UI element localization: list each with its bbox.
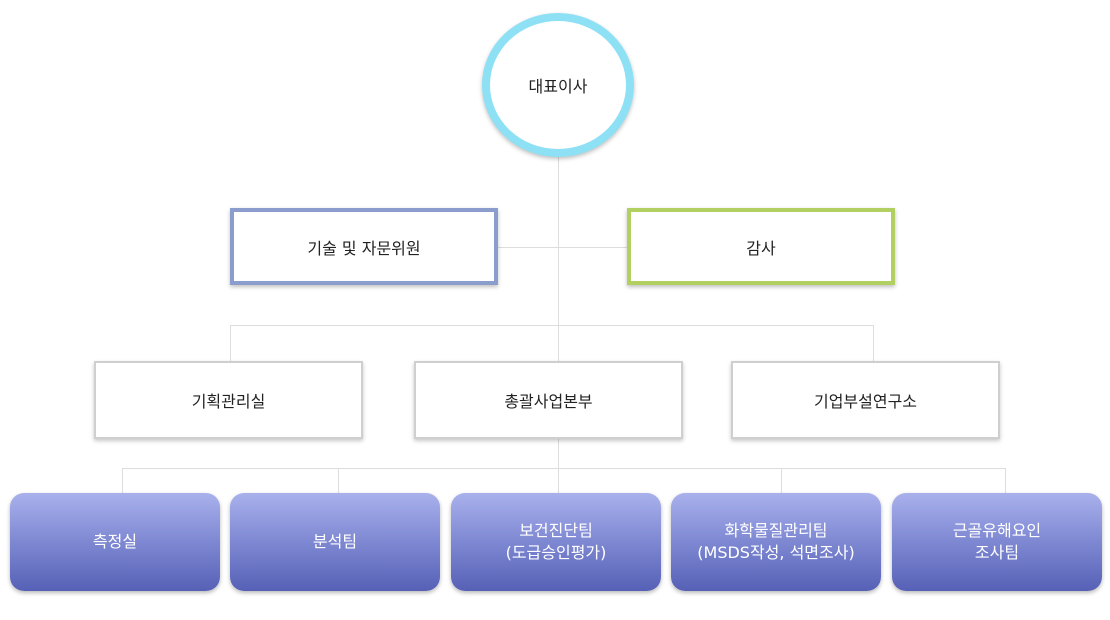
team-musculoskeletal-node: 근골유해요인 조사팀 — [892, 493, 1102, 591]
ceo-node: 대표이사 — [482, 13, 634, 157]
audit-node: 감사 — [627, 208, 895, 285]
dept-label: 기업부설연구소 — [813, 392, 918, 411]
team-health-diagnosis-node: 보건진단팀 (도급승인평가) — [451, 493, 661, 591]
ceo-label: 대표이사 — [528, 77, 588, 96]
team-label-line1: 분석팀 — [312, 532, 358, 551]
dept-planning-node: 기획관리실 — [94, 361, 363, 439]
team-label-line1: 측정실 — [92, 532, 138, 551]
team-label-line2: 조사팀 — [974, 543, 1020, 562]
team-label-line1: 화학물질관리팀 — [724, 521, 828, 540]
advisory-label: 기술 및 자문위원 — [307, 238, 421, 258]
dept-label: 기획관리실 — [191, 392, 266, 411]
advisory-node: 기술 및 자문위원 — [230, 208, 498, 285]
dept-business-node: 총괄사업본부 — [414, 361, 683, 439]
team-label-line1: 보건진단팀 — [519, 521, 593, 540]
team-label-line2: (도급승인평가) — [505, 543, 607, 562]
team-measurement-node: 측정실 — [10, 493, 220, 591]
audit-label: 감사 — [746, 238, 776, 258]
team-label-line1: 근골유해요인 — [952, 521, 1042, 540]
team-label-line2: (MSDS작성, 석면조사) — [697, 543, 855, 562]
dept-label: 총괄사업본부 — [504, 392, 593, 411]
dept-research-node: 기업부설연구소 — [731, 361, 1000, 439]
team-analysis-node: 분석팀 — [230, 493, 440, 591]
team-chemical-management-node: 화학물질관리팀 (MSDS작성, 석면조사) — [671, 493, 881, 591]
